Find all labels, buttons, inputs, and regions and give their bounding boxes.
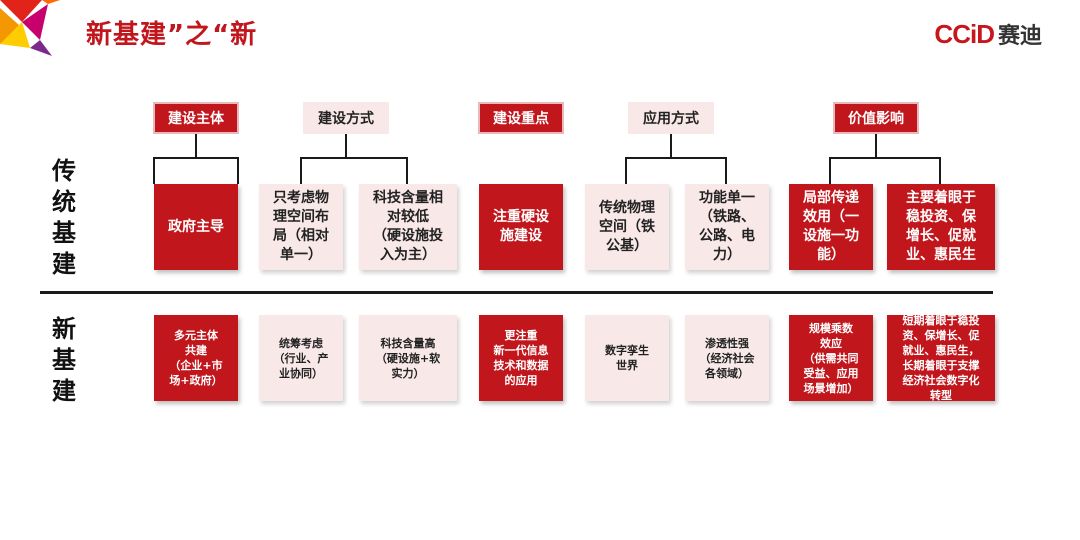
header-construction-focus: 建设重点	[478, 102, 564, 134]
traditional-cell: 只考虑物 理空间布 局（相对 单一）	[259, 184, 343, 270]
traditional-cell: 科技含量相 对较低 （硬设施投 入为主）	[359, 184, 457, 270]
row-label-traditional: 传 统 基 建	[52, 157, 76, 278]
new-infra-cell: 多元主体 共建 （企业+市 场+政府）	[154, 315, 238, 401]
row-label-new: 新 基 建	[52, 315, 76, 405]
new-infra-cell: 规模乘数 效应 （供需共同 受益、应用 场景增加）	[789, 315, 873, 401]
new-infra-cell: 统筹考虑 （行业、产 业协同）	[259, 315, 343, 401]
logo-mark: CCiD	[934, 19, 995, 49]
traditional-cell: 局部传递 效用（一 设施一功 能）	[789, 184, 873, 270]
corner-decoration	[0, 0, 60, 56]
traditional-cell: 政府主导	[154, 184, 238, 270]
page-title: 新基建”之“新	[86, 20, 258, 50]
header-value-impact: 价值影响	[833, 102, 919, 134]
traditional-cell: 注重硬设 施建设	[479, 184, 563, 270]
new-infra-cell: 更注重 新一代信息 技术和数据 的应用	[479, 315, 563, 401]
header-construction-subject: 建设主体	[153, 102, 239, 134]
traditional-cell: 功能单一 （铁路、 公路、电 力）	[685, 184, 769, 270]
ccid-logo: CCiD 赛迪	[934, 18, 1042, 50]
header-application-method: 应用方式	[628, 102, 714, 134]
traditional-cell: 传统物理 空间（铁 公基）	[585, 184, 669, 270]
traditional-cell: 主要着眼于 稳投资、保 增长、促就 业、惠民生	[887, 184, 995, 270]
new-infra-cell: 短期着眼于稳投 资、保增长、促 就业、惠民生， 长期着眼于支撑 经济社会数字化 …	[887, 314, 995, 402]
new-infra-cell: 科技含量高 （硬设施+软 实力）	[359, 315, 457, 401]
logo-text: 赛迪	[997, 24, 1042, 49]
row-divider	[40, 291, 993, 294]
header-construction-method: 建设方式	[303, 102, 389, 134]
new-infra-cell: 渗透性强 （经济社会 各领域）	[685, 315, 769, 401]
new-infra-cell: 数字孪生 世界	[585, 315, 669, 401]
